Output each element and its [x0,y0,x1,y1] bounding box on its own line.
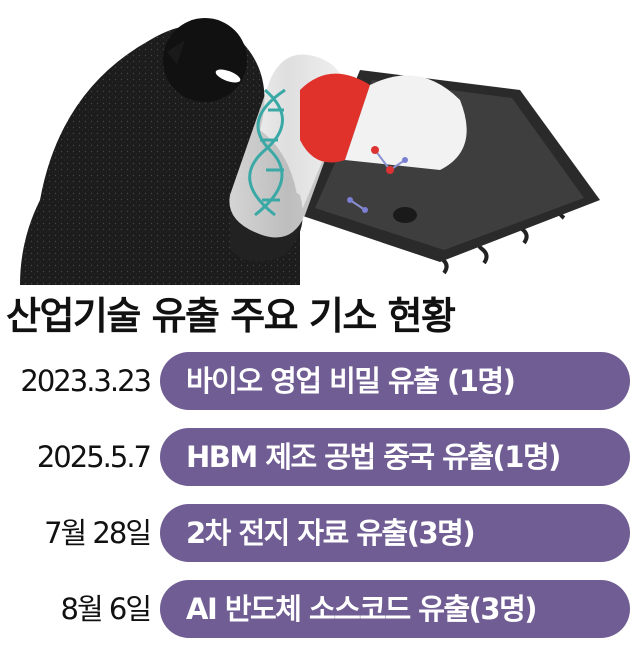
hooded-figure-icon [20,18,303,285]
case-description-pill: AI 반도체 소스코드 유출(3명) [160,580,630,638]
molecule-icon [347,146,408,213]
case-row: 2023.3.23 바이오 영업 비밀 유출 (1명) [0,352,637,410]
case-date: 2023.3.23 [20,364,152,398]
case-date: 7월 28일 [44,516,152,550]
case-description-pill: 바이오 영업 비밀 유출 (1명) [160,352,630,410]
case-row: 2025.5.7 HBM 제조 공법 중국 유출(1명) [0,428,637,486]
case-date: 2025.5.7 [36,440,152,474]
case-row: 7월 28일 2차 전지 자료 유출(3명) [0,504,637,562]
page-title: 산업기술 유출 주요 기소 현황 [6,294,456,338]
case-description-pill: HBM 제조 공법 중국 유출(1명) [160,428,630,486]
case-date: 8월 6일 [60,592,152,626]
case-description-pill: 2차 전지 자료 유출(3명) [160,504,630,562]
case-list: 2023.3.23 바이오 영업 비밀 유출 (1명) 2025.5.7 HBM… [0,352,637,656]
dna-helix-icon [248,88,286,217]
illustration [20,18,600,285]
case-row: 8월 6일 AI 반도체 소스코드 유출(3명) [0,580,637,638]
